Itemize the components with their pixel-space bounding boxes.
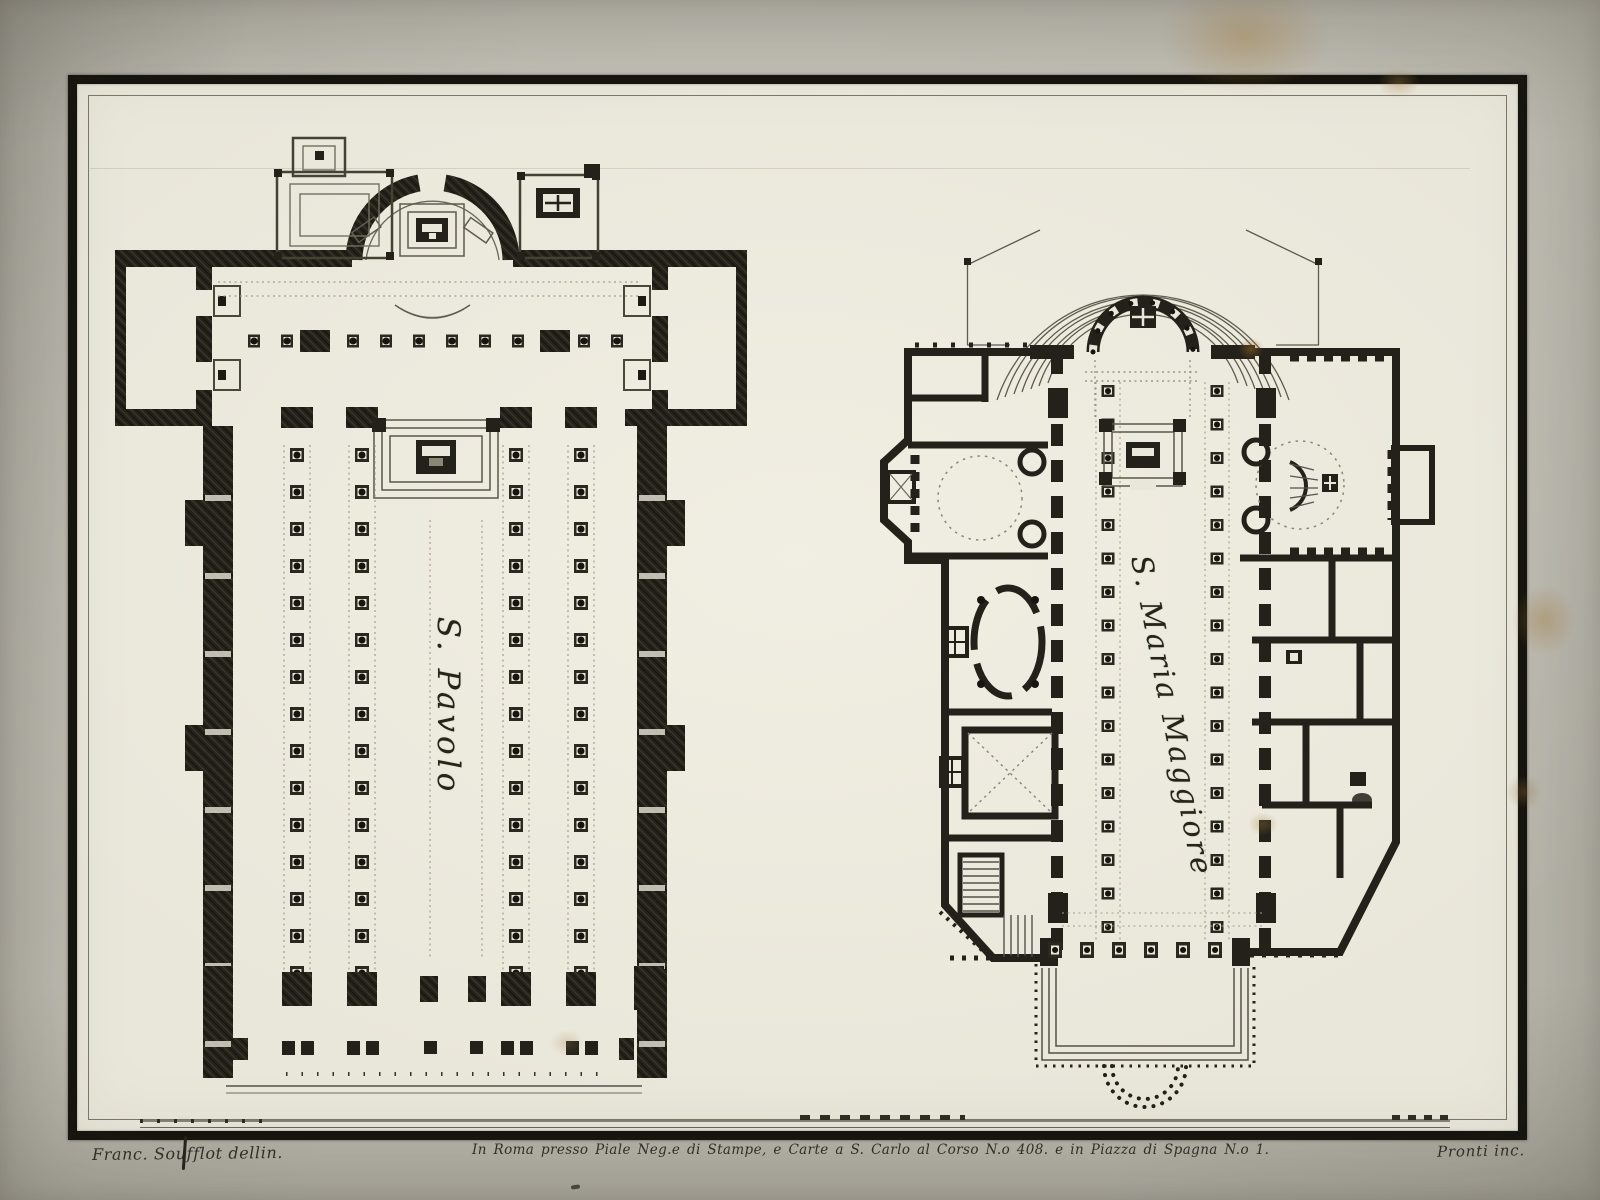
plate-inner-border (88, 95, 1507, 1120)
plan-s-paolo (115, 136, 747, 1094)
plan-s-maria-maggiore (880, 229, 1435, 1109)
plate-scratch (90, 168, 1470, 169)
caption-publisher: In Roma presso Piale Neg.e di Stampe, e … (472, 1142, 1270, 1158)
scale-bar (140, 1115, 1450, 1128)
